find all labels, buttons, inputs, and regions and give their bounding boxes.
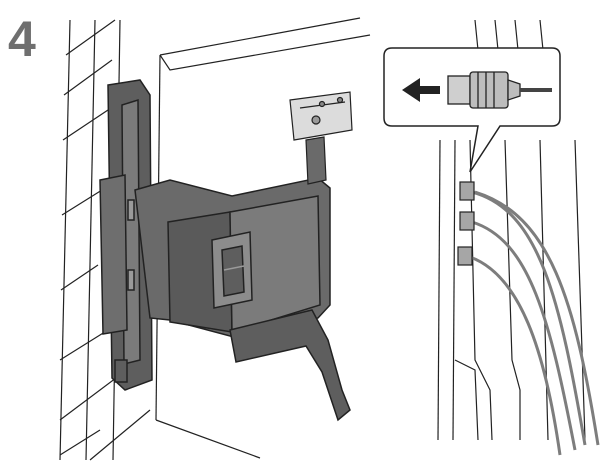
cable-connectors xyxy=(457,181,475,266)
arrow-left-icon xyxy=(402,78,440,102)
cables xyxy=(469,190,600,456)
swing-arm xyxy=(134,177,331,341)
callout-box xyxy=(383,47,561,173)
hdmi-plug-icon xyxy=(447,71,552,109)
wall-plate xyxy=(99,79,153,391)
lower-arm xyxy=(229,309,351,422)
tv-side-edge xyxy=(437,19,586,441)
tv-bracket xyxy=(289,91,353,185)
step-number: 4 xyxy=(8,11,36,67)
